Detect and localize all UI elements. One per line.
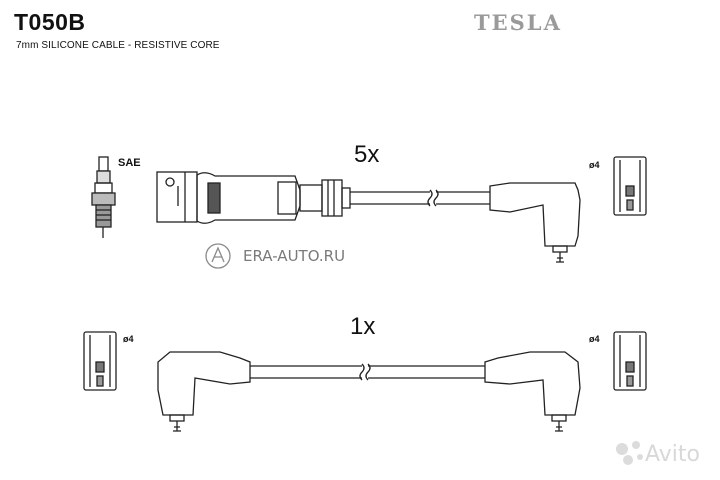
set-2-right-diameter: ø4 bbox=[589, 334, 600, 344]
distributor-terminal-icon bbox=[83, 331, 117, 391]
set-2-quantity: 1x bbox=[350, 313, 376, 340]
era-logo-icon bbox=[205, 243, 231, 269]
spark-plug-type-label: SAE bbox=[118, 157, 141, 169]
distributor-terminal-icon bbox=[613, 156, 647, 216]
angled-boot-icon bbox=[484, 351, 581, 432]
brand-logo: TESLA bbox=[474, 10, 562, 35]
set-1-quantity: 5x bbox=[354, 141, 380, 168]
part-code: T050B bbox=[14, 9, 86, 35]
spark-plug-icon bbox=[91, 156, 116, 238]
avito-logo-icon bbox=[616, 441, 643, 465]
cable-description: 7mm SILICONE CABLE - RESISTIVE CORE bbox=[16, 40, 220, 51]
era-auto-watermark: ERA-AUTO.RU bbox=[243, 247, 346, 265]
straight-plug-boot-icon bbox=[156, 171, 351, 224]
avito-watermark: Avito bbox=[645, 442, 700, 467]
set-2-left-diameter: ø4 bbox=[123, 334, 134, 344]
distributor-terminal-icon bbox=[613, 331, 647, 391]
angled-boot-icon bbox=[157, 351, 251, 432]
angled-boot-icon bbox=[489, 182, 581, 263]
set-1-end-diameter: ø4 bbox=[589, 160, 600, 170]
